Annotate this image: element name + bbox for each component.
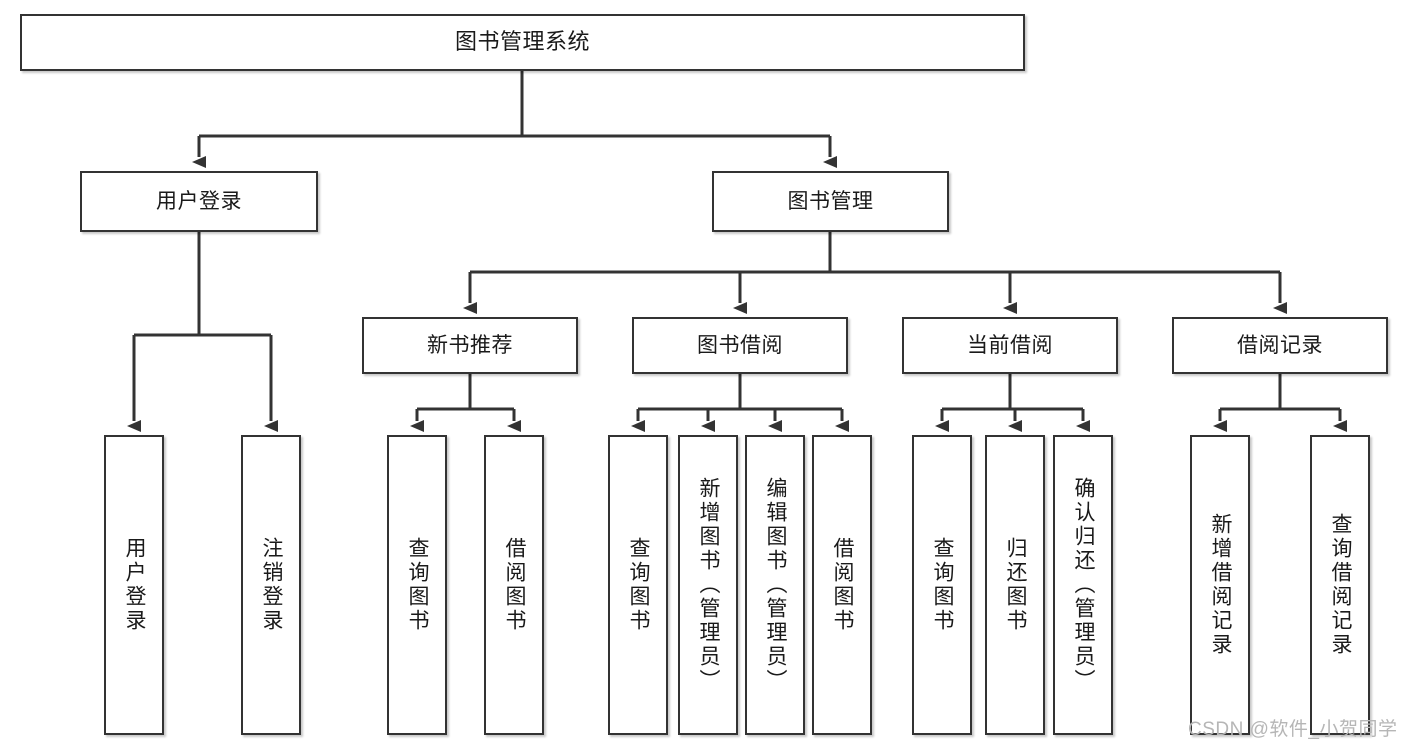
node-label: 图书借阅 bbox=[697, 333, 783, 357]
node-label: 查询图书 bbox=[627, 537, 650, 633]
node-borrow-record[interactable]: 借阅记录 bbox=[1172, 317, 1388, 374]
node-label: 注销登录 bbox=[260, 537, 283, 633]
node-leaf-edit-book[interactable]: 编辑图书（管理员） bbox=[745, 435, 805, 735]
node-new-book-recommend[interactable]: 新书推荐 bbox=[362, 317, 578, 374]
node-leaf-logout[interactable]: 注销登录 bbox=[241, 435, 301, 735]
node-label: 编辑图书（管理员） bbox=[764, 477, 787, 693]
node-leaf-query-book-recommend[interactable]: 查询图书 bbox=[387, 435, 447, 735]
node-label: 查询借阅记录 bbox=[1329, 513, 1352, 657]
node-leaf-return-book[interactable]: 归还图书 bbox=[985, 435, 1045, 735]
node-leaf-query-book-borrow[interactable]: 查询图书 bbox=[608, 435, 668, 735]
node-leaf-borrow-book-recommend[interactable]: 借阅图书 bbox=[484, 435, 544, 735]
node-label: 用户登录 bbox=[123, 537, 146, 633]
node-label: 确认归还（管理员） bbox=[1072, 477, 1095, 693]
node-label: 用户登录 bbox=[156, 189, 242, 213]
node-label: 新书推荐 bbox=[427, 333, 513, 357]
node-label: 借阅记录 bbox=[1237, 333, 1323, 357]
node-label: 当前借阅 bbox=[967, 333, 1053, 357]
node-label: 查询图书 bbox=[406, 537, 429, 633]
node-label: 图书管理系统 bbox=[454, 29, 590, 55]
node-label: 借阅图书 bbox=[831, 537, 854, 633]
node-root-system[interactable]: 图书管理系统 bbox=[20, 14, 1025, 71]
node-label: 新增借阅记录 bbox=[1209, 513, 1232, 657]
node-book-manage[interactable]: 图书管理 bbox=[712, 171, 949, 232]
node-leaf-add-book[interactable]: 新增图书（管理员） bbox=[678, 435, 738, 735]
node-leaf-add-borrow-record[interactable]: 新增借阅记录 bbox=[1190, 435, 1250, 735]
node-leaf-query-book-current[interactable]: 查询图书 bbox=[912, 435, 972, 735]
node-label: 图书管理 bbox=[787, 189, 874, 213]
node-leaf-user-login[interactable]: 用户登录 bbox=[104, 435, 164, 735]
csdn-watermark: CSDN @软件_小贺同学 bbox=[1188, 719, 1398, 740]
node-label: 借阅图书 bbox=[503, 537, 526, 633]
node-leaf-borrow-book[interactable]: 借阅图书 bbox=[812, 435, 872, 735]
node-label: 归还图书 bbox=[1004, 537, 1027, 633]
node-current-borrow[interactable]: 当前借阅 bbox=[902, 317, 1118, 374]
node-user-login[interactable]: 用户登录 bbox=[80, 171, 318, 232]
node-book-borrow[interactable]: 图书借阅 bbox=[632, 317, 848, 374]
node-leaf-query-borrow-record[interactable]: 查询借阅记录 bbox=[1310, 435, 1370, 735]
node-leaf-confirm-return[interactable]: 确认归还（管理员） bbox=[1053, 435, 1113, 735]
node-label: 新增图书（管理员） bbox=[697, 477, 720, 693]
node-label: 查询图书 bbox=[931, 537, 954, 633]
